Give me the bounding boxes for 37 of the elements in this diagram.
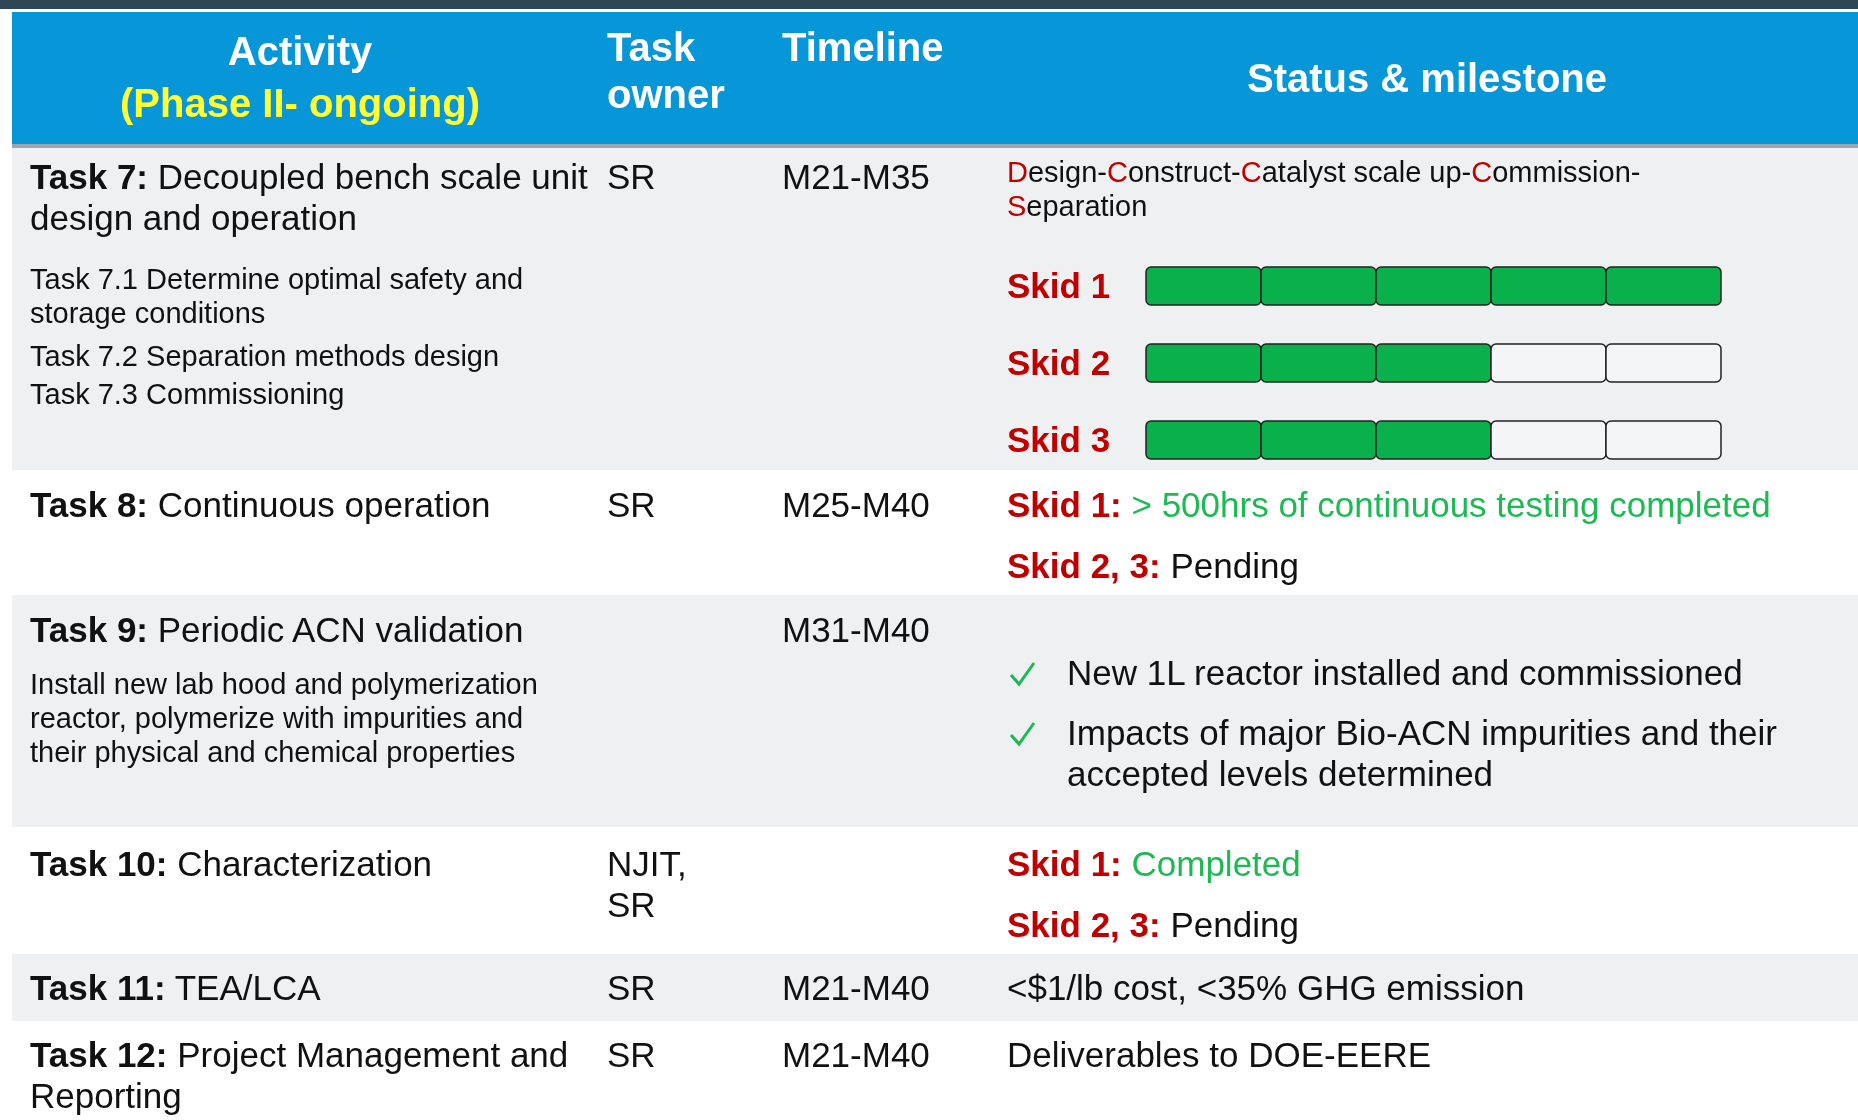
task-title: Task 11: TEA/LCA [30, 967, 322, 1009]
task-description: Task 7.1 Determine optimal safety and storage conditions [30, 262, 525, 331]
cell-text: M25-M40 [782, 484, 931, 526]
stage-sequence: Design-Construct-Catalyst scale up-Commission-Separation [1007, 155, 1642, 224]
task-description: Task 7.3 Commissioning [30, 377, 346, 412]
cell-text: <$1/lb cost, <35% GHG emission [1007, 967, 1526, 1009]
cell-text: M21-M35 [782, 156, 931, 198]
status-text: Skid 2, 3: Pending [1007, 904, 1300, 946]
column-subheader: (Phase II- ongoing) [119, 80, 481, 127]
status-text: Skid 2, 3: Pending [1007, 545, 1300, 587]
task-title: Task 10: Characterization [30, 843, 434, 885]
status-text: Skid 1: Completed [1007, 843, 1302, 885]
cell-text: New 1L reactor installed and commissioned [1067, 652, 1744, 694]
cell-text: SR [607, 1034, 657, 1076]
task-description: Task 7.2 Separation methods design [30, 339, 501, 374]
column-header: Activity [226, 28, 374, 75]
cell-text: NJIT, SR [607, 843, 688, 926]
task-title: Task 8: Continuous operation [30, 484, 492, 526]
column-header: Task owner [607, 24, 726, 119]
cell-text: SR [607, 484, 657, 526]
task-title: Task 9: Periodic ACN validation [30, 609, 525, 651]
column-header: Status & milestone [1245, 55, 1609, 102]
skid-label: Skid 1 [1007, 265, 1112, 307]
skid-label: Skid 3 [1007, 419, 1112, 461]
cell-text: M31-M40 [782, 609, 931, 651]
cell-text: SR [607, 967, 657, 1009]
cell-text: Deliverables to DOE-EERE [1007, 1034, 1433, 1076]
column-header: Timeline [782, 24, 945, 71]
status-text: Skid 1: > 500hrs of continuous testing completed [1007, 484, 1772, 526]
cell-text: SR [607, 156, 657, 198]
skid-label: Skid 2 [1007, 342, 1112, 384]
cell-text: M21-M40 [782, 1034, 931, 1076]
cell-text: M21-M40 [782, 967, 931, 1009]
task-description: Install new lab hood and polymerization reactor, polymerize with impurities and their physical and chemical properties [30, 667, 539, 770]
task-title: Task 12: Project Management and Reporting [30, 1034, 570, 1117]
task-title: Task 7: Decoupled bench scale unit design and operation [30, 156, 589, 239]
cell-text: Impacts of major Bio-ACN impurities and their accepted levels determined [1067, 712, 1778, 795]
